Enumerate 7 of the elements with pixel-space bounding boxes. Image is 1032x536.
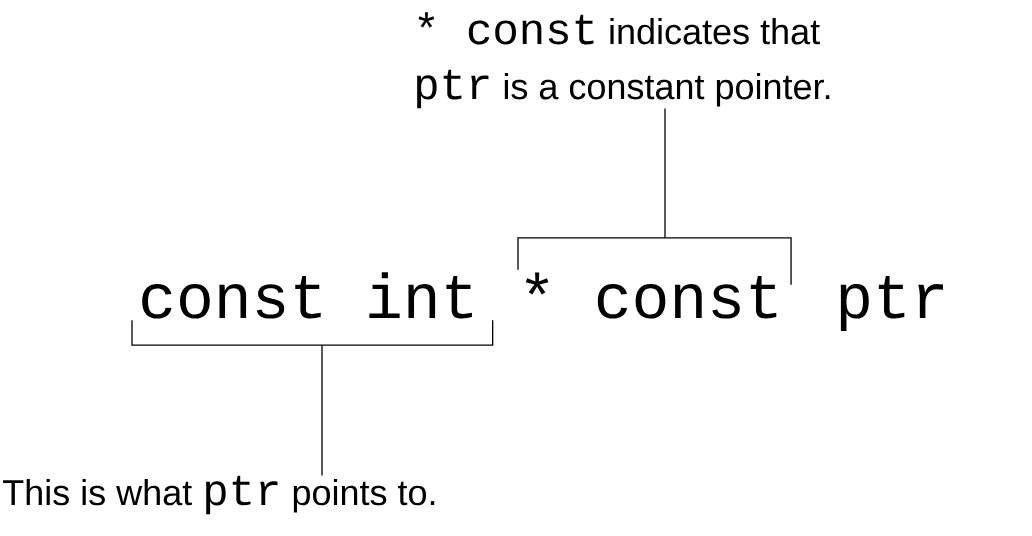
- leader-line: [664, 107, 666, 239]
- note-text: This is what ptr points to.: [3, 475, 435, 515]
- note-text: * const indicates that ptr is a constant pointer.: [417, 12, 830, 109]
- code-text: const int: [142, 272, 472, 319]
- code-text: * const: [525, 272, 777, 319]
- code-text: ptr: [840, 276, 943, 332]
- leader-line: [321, 344, 323, 477]
